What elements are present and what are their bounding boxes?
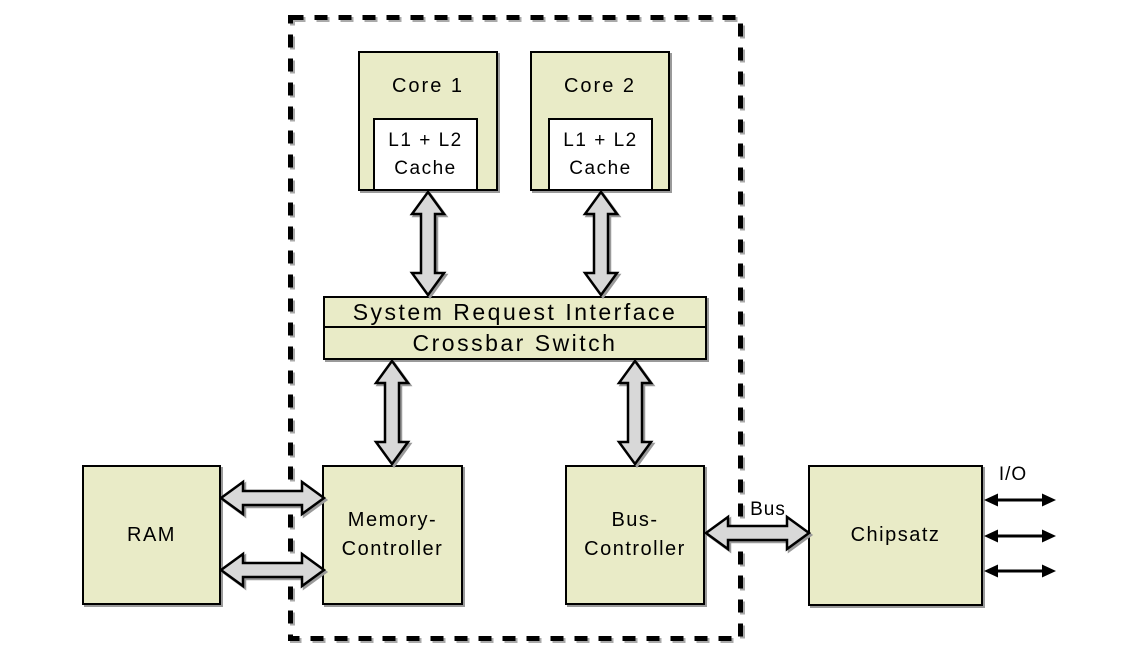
core1-cache-line1: L1 + L2 [388, 129, 463, 151]
core1-cache-line2: Cache [394, 157, 457, 179]
memory-controller-box: Memory- Controller [322, 465, 463, 605]
core2-cache-line1: L1 + L2 [563, 129, 638, 151]
io-arrow-2 [984, 529, 1056, 543]
ram-label: RAM [127, 523, 176, 546]
arrow-ram-memctrl-lower [218, 551, 327, 589]
ram-box: RAM [82, 465, 221, 605]
system-request-interface-bar: System Request Interface [323, 296, 707, 328]
io-arrow-3 [984, 564, 1056, 578]
arrow-crossbar-busctrl [616, 358, 654, 467]
arrow-core2-sri [582, 189, 620, 298]
memory-controller-line1: Memory- [347, 509, 438, 531]
bus-label: Bus [750, 499, 786, 520]
system-request-interface-label: System Request Interface [352, 298, 678, 325]
bus-controller-box: Bus- Controller [565, 465, 705, 605]
crossbar-switch-label: Crossbar Switch [412, 329, 618, 356]
memory-controller-line2: Controller [341, 538, 444, 560]
chipset-box: Chipsatz [808, 465, 983, 606]
core2-label: Core 2 [563, 75, 637, 97]
io-arrow-1 [984, 493, 1056, 507]
chipset-label: Chipsatz [850, 524, 941, 546]
arrow-crossbar-memctrl [373, 358, 411, 467]
bus-controller-line1: Bus- [611, 509, 659, 531]
io-label: I/O [998, 464, 1028, 485]
arrow-bus [703, 514, 812, 552]
bus-controller-line2: Controller [584, 538, 686, 560]
core1-cache-box: L1 + L2 Cache [373, 118, 478, 191]
core1-label: Core 1 [391, 75, 465, 97]
core2-cache-box: L1 + L2 Cache [548, 118, 653, 191]
crossbar-switch-bar: Crossbar Switch [323, 326, 707, 360]
arrow-core1-sri [409, 189, 447, 298]
core2-cache-line2: Cache [569, 157, 632, 179]
arrow-ram-memctrl-upper [218, 479, 327, 517]
